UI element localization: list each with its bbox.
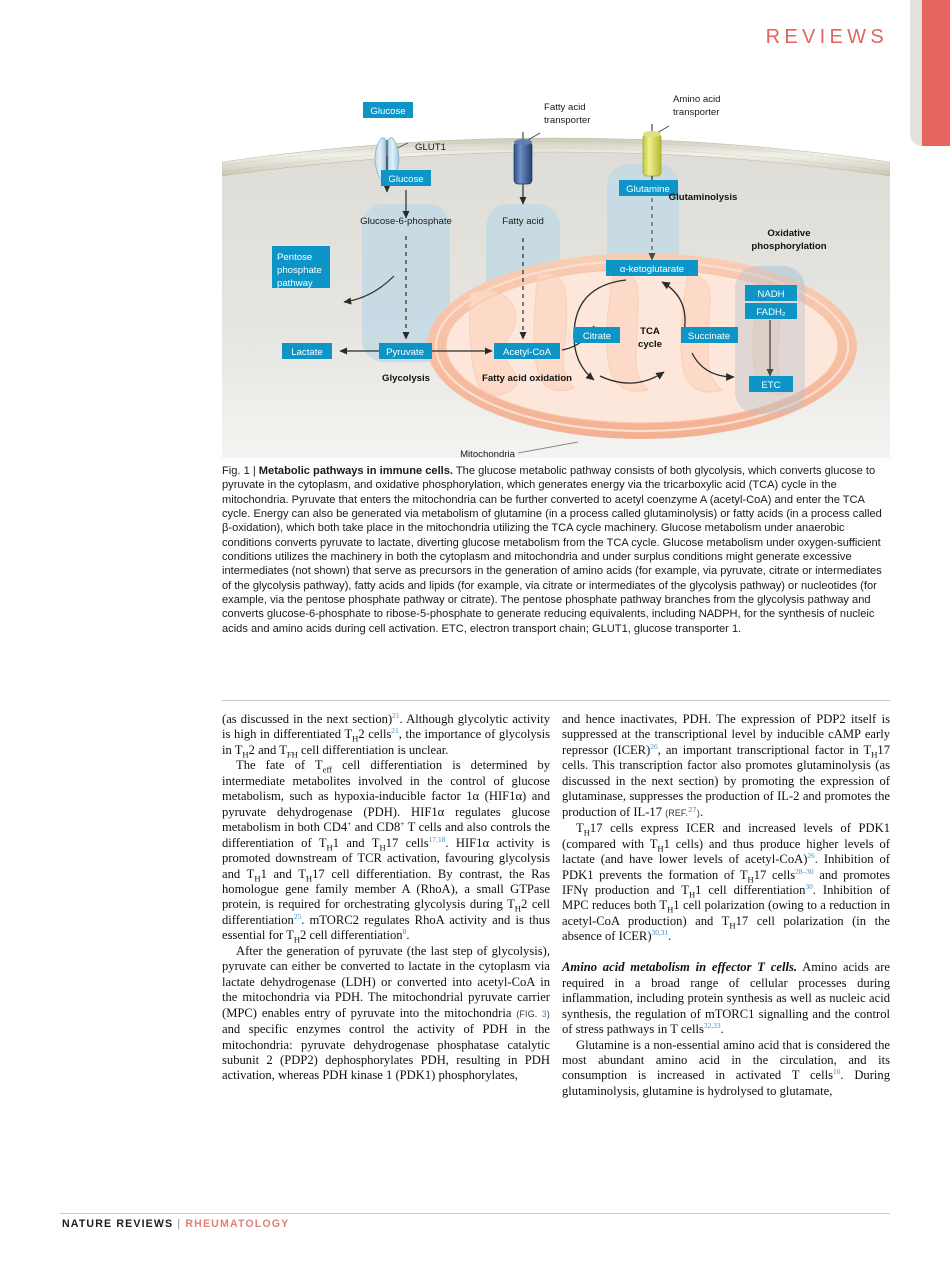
node-etc: ETC [749,376,793,392]
svg-text:FADH₂: FADH₂ [756,307,786,318]
svg-text:transporter: transporter [544,115,591,126]
svg-text:Glutamine: Glutamine [626,184,670,195]
paragraph: The fate of Teff cell differentiation is… [222,758,550,945]
svg-text:phosphate: phosphate [277,265,322,276]
figure-reference[interactable]: (FIG. 3) [516,1008,550,1019]
node-fadh2: FADH₂ [745,303,797,319]
figure-title: Metabolic pathways in immune cells. [258,465,453,477]
footer-journal: NATURE REVIEWS [62,1218,174,1230]
svg-text:Acetyl-CoA: Acetyl-CoA [503,347,552,358]
glut1-label: GLUT1 [415,142,446,153]
paragraph: and hence inactivates, PDH. The expressi… [562,712,890,819]
svg-text:Pentose: Pentose [277,252,312,263]
svg-text:Fatty acid: Fatty acid [544,102,586,113]
svg-text:phosphorylation: phosphorylation [751,241,826,252]
svg-text:Succinate: Succinate [688,331,730,342]
node-fatty-acid: Fatty acid [502,216,544,227]
label-fatty-acid-oxidation: Fatty acid oxidation [482,373,572,384]
fatty-acid-transporter-icon [513,132,541,205]
node-succinate: Succinate [681,327,738,343]
svg-text:Amino acid: Amino acid [673,94,720,105]
node-nadh: NADH [745,285,797,301]
body-column-right: and hence inactivates, PDH. The expressi… [562,712,890,1099]
page-section-title: REVIEWS [765,26,888,48]
label-glutaminolysis: Glutaminolysis [669,192,738,203]
node-label: Glucose [370,106,405,117]
node-glucose-6-phosphate: Glucose-6-phosphate [360,216,452,227]
figure-caption-body: The glucose metabolic pathway consists o… [222,465,882,635]
figure-1-metabolic-pathways: Glucose GLUT1 Fatty acid transporter Ami… [222,88,890,458]
paragraph: TH17 cells express ICER and increased le… [562,821,890,944]
figure-number: Fig. 1 | [222,465,259,477]
footer-divider-bar: | [177,1218,182,1230]
caption-divider [222,700,890,701]
node-glutamine: Glutamine [619,180,678,196]
node-glucose-extracellular: Glucose [363,102,413,118]
svg-text:cycle: cycle [638,339,662,350]
review-tab-accent [922,0,950,146]
svg-text:TCA: TCA [640,326,660,337]
svg-text:Pyruvate: Pyruvate [386,347,424,358]
svg-text:pathway: pathway [277,278,313,289]
svg-text:NADH: NADH [757,289,784,300]
page-footer: NATURE REVIEWS | RHEUMATOLOGY [62,1218,289,1230]
review-tab-shadow [910,0,922,146]
node-glucose-intracellular: Glucose [381,170,431,186]
svg-text:Oxidative: Oxidative [767,228,810,239]
paragraph: After the generation of pyruvate (the la… [222,943,550,1083]
node-acetyl-coa: Acetyl-CoA [494,343,560,359]
svg-text:ETC: ETC [761,380,780,391]
svg-text:transporter: transporter [673,107,720,118]
svg-text:Glucose: Glucose [388,174,423,185]
label-mitochondria: Mitochondria [460,449,516,458]
svg-text:Citrate: Citrate [583,331,611,342]
body-column-left: (as discussed in the next section)21. Al… [222,712,550,1084]
node-pyruvate: Pyruvate [379,343,432,359]
paragraph: Glutamine is a non-essential amino acid … [562,1037,890,1098]
figure-caption: Fig. 1 | Metabolic pathways in immune ce… [222,464,892,636]
amino-acid-transporter-icon [642,124,670,192]
node-pentose-phosphate-pathway: Pentose phosphate pathway [272,246,330,289]
label-glycolysis: Glycolysis [382,373,430,384]
footer-divider [60,1213,890,1214]
svg-text:Lactate: Lactate [291,347,322,358]
fatty-acid-transporter-label: Fatty acid transporter [544,102,591,126]
svg-text:α-ketoglutarate: α-ketoglutarate [620,264,684,275]
label-oxidative-phosphorylation: Oxidative phosphorylation [751,228,826,252]
footer-section: RHEUMATOLOGY [185,1218,290,1230]
node-citrate: Citrate [574,327,620,343]
paragraph: Amino acid metabolism in effector T cell… [562,960,891,1037]
amino-acid-transporter-label: Amino acid transporter [673,94,720,118]
subsection-heading: Amino acid metabolism in effector T cell… [562,960,798,975]
paragraph: (as discussed in the next section)21. Al… [222,710,550,760]
node-lactate: Lactate [282,343,332,359]
glycolysis-panel [362,204,450,362]
node-alpha-ketoglutarate: α-ketoglutarate [606,260,698,276]
reference-citation[interactable]: (REF.27) [665,804,700,818]
tca-cycle-label: TCA cycle [638,326,662,350]
